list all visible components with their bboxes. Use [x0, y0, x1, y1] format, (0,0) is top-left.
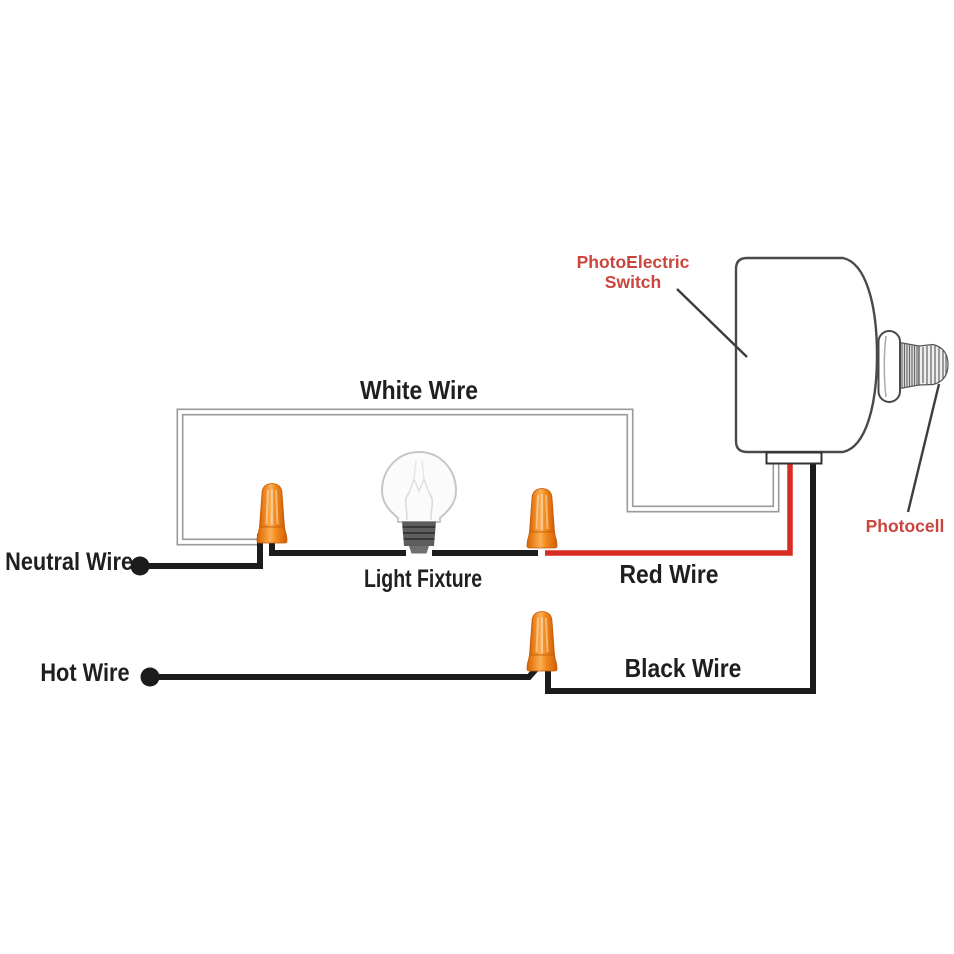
hot-wire-label: Hot Wire: [40, 659, 130, 687]
wire-nut-left: [256, 482, 288, 544]
light-bulb: [380, 450, 458, 554]
light-fixture-label: Light Fixture: [363, 565, 483, 593]
switch-wire-connector: [765, 451, 823, 465]
photoelectric-switch-label-line1: PhotoElectric: [576, 252, 690, 272]
switch-label-leader-line: [676, 288, 748, 358]
bulb-glass: [380, 450, 458, 523]
red-wire: [545, 458, 793, 556]
photocell-label-leader-line: [906, 383, 941, 513]
photoelectric-switch-label: PhotoElectric Switch: [577, 252, 690, 292]
white-wire: [176, 408, 780, 546]
hot-wire: [140, 667, 539, 687]
black-wire: [545, 458, 816, 694]
bulb-filament: [408, 477, 430, 494]
neutral-wire: [130, 534, 263, 576]
photocell-threaded-barrel: [918, 343, 949, 386]
red-wire-label: Red Wire: [619, 559, 719, 589]
black-wire-label: Black Wire: [624, 653, 742, 683]
photoelectric-switch-label-line2: Switch: [604, 272, 662, 292]
photocell-collar: [877, 330, 901, 403]
wire-nut-bottom: [526, 610, 558, 672]
neutral-wire-label: Neutral Wire: [5, 548, 133, 576]
white-wire-label: White Wire: [359, 375, 479, 405]
bulb-tip: [409, 546, 429, 554]
photoelectric-switch-body: [734, 256, 879, 465]
photocell-sensor: [896, 341, 949, 390]
wire-nut-right: [526, 487, 558, 549]
photocell-label: Photocell: [865, 516, 945, 536]
